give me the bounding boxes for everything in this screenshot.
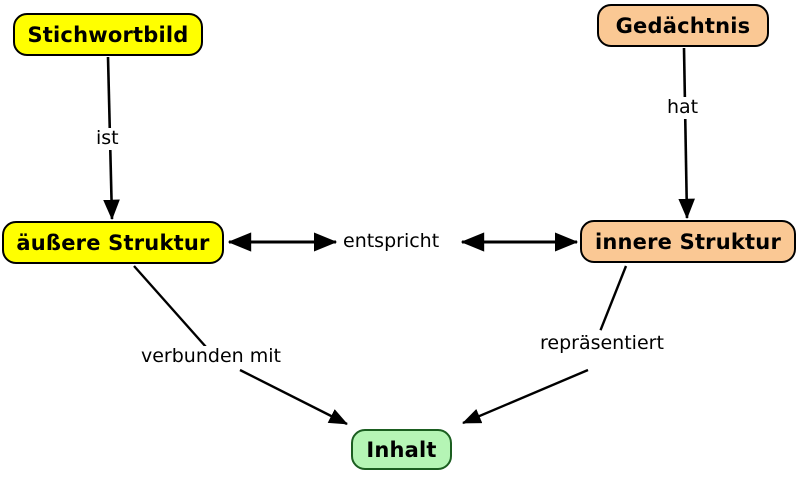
edge-label-repraesentiert: repräsentiert: [537, 332, 667, 355]
node-label: Gedächtnis: [615, 13, 751, 38]
edge-verbunden-lower: [239, 368, 348, 426]
edge-label-hat: hat: [664, 96, 702, 119]
node-label: äußere Struktur: [16, 230, 210, 255]
node-label: innere Struktur: [594, 229, 782, 254]
edge-label-entspricht: entspricht: [340, 230, 443, 253]
edge-verbunden-upper: [133, 265, 207, 348]
edge-repraesentiert-lower: [462, 368, 589, 425]
node-inhalt[interactable]: Inhalt: [351, 429, 452, 470]
edge-label-ist: ist: [93, 127, 122, 150]
node-label: Stichwortbild: [27, 22, 189, 47]
edge-hat: [678, 47, 695, 220]
node-stichwortbild[interactable]: Stichwortbild: [13, 13, 203, 56]
edge-repraesentiert-upper: [599, 265, 628, 331]
node-aeussere-struktur[interactable]: äußere Struktur: [2, 221, 224, 264]
node-innere-struktur[interactable]: innere Struktur: [580, 220, 796, 263]
node-gedaechtnis[interactable]: Gedächtnis: [597, 4, 769, 47]
edge-label-verbunden-mit: verbunden mit: [138, 345, 284, 368]
node-label: Inhalt: [366, 437, 437, 462]
